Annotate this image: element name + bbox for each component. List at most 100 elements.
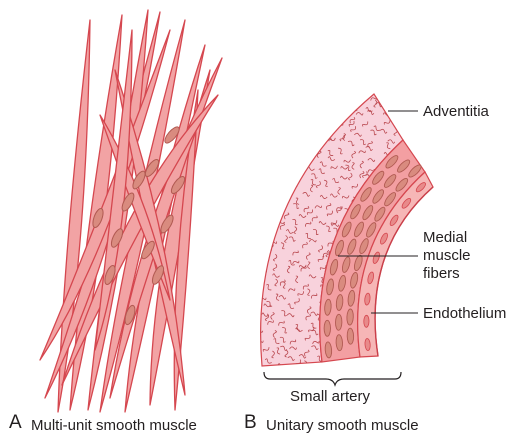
adventitia-squiggle bbox=[250, 182, 255, 188]
adventitia-squiggle bbox=[248, 152, 255, 154]
adventitia-squiggle bbox=[282, 327, 288, 334]
adventitia-squiggle bbox=[260, 191, 267, 197]
adventitia-squiggle bbox=[264, 207, 271, 214]
adventitia-squiggle bbox=[289, 346, 297, 350]
medial-muscle-nucleus bbox=[323, 319, 331, 337]
adventitia-squiggle bbox=[294, 149, 302, 154]
adventitia-squiggle bbox=[373, 125, 381, 131]
small-artery-wall bbox=[244, 93, 434, 372]
medial-muscle-nucleus bbox=[335, 239, 344, 257]
adventitia-squiggle bbox=[287, 356, 295, 361]
medial-muscle-nucleus bbox=[372, 170, 385, 185]
multi-unit-fiber bbox=[109, 57, 223, 399]
adventitia-squiggle bbox=[305, 111, 312, 117]
adventitia-squiggle bbox=[322, 105, 331, 109]
adventitia-squiggle bbox=[405, 309, 411, 313]
adventitia-squiggle bbox=[395, 119, 400, 127]
adventitia-squiggle bbox=[293, 203, 300, 209]
adventitia-squiggle bbox=[250, 152, 252, 159]
adventitia-squiggle bbox=[290, 126, 295, 134]
adventitia-squiggle bbox=[295, 121, 303, 127]
fiber-nucleus bbox=[164, 126, 180, 144]
adventitia-squiggle bbox=[387, 330, 393, 337]
fiber-nucleus bbox=[92, 208, 104, 228]
adventitia-squiggle bbox=[294, 141, 298, 150]
adventitia-squiggle bbox=[272, 263, 278, 272]
adventitia-squiggle bbox=[382, 324, 386, 332]
medial-muscle-nucleus bbox=[341, 256, 351, 273]
adventitia-squiggle bbox=[272, 330, 277, 338]
adventitia-squiggle bbox=[410, 306, 414, 312]
adventitia-squiggle bbox=[319, 194, 328, 199]
adventitia-squiggle bbox=[326, 225, 331, 233]
adventitia-squiggle bbox=[410, 124, 417, 128]
adventitia-squiggle bbox=[367, 140, 373, 148]
adventitia-squiggle bbox=[262, 240, 266, 248]
adventitia-squiggle bbox=[272, 170, 277, 179]
fiber-nucleus bbox=[141, 240, 155, 260]
adventitia-squiggle bbox=[350, 126, 357, 133]
adventitia-squiggle bbox=[369, 368, 376, 372]
adventitia-squiggle bbox=[347, 140, 355, 147]
adventitia-squiggle bbox=[250, 338, 253, 345]
adventitia-squiggle bbox=[393, 113, 397, 121]
adventitia-squiggle bbox=[278, 154, 284, 162]
adventitia-squiggle bbox=[279, 222, 285, 230]
adventitia-squiggle bbox=[276, 122, 282, 129]
adventitia-squiggle bbox=[260, 129, 265, 136]
medial-muscle-nucleus bbox=[326, 278, 334, 296]
adventitia-squiggle bbox=[314, 97, 321, 103]
fiber-nucleus bbox=[104, 265, 116, 285]
adventitia-squiggle bbox=[327, 116, 332, 125]
adventitia-squiggle bbox=[249, 108, 253, 115]
medial-muscle-nucleus bbox=[347, 238, 357, 255]
adventitia-squiggle bbox=[407, 285, 412, 290]
adventitia-squiggle bbox=[389, 261, 396, 268]
adventitia-squiggle bbox=[253, 293, 259, 297]
adventitia-squiggle bbox=[405, 279, 410, 285]
adventitia-squiggle bbox=[312, 340, 320, 345]
adventitia-squiggle bbox=[260, 327, 261, 332]
adventitia-squiggle bbox=[387, 260, 394, 265]
endothelial-nucleus bbox=[372, 251, 380, 264]
adventitia-squiggle bbox=[288, 260, 295, 266]
adventitia-squiggle bbox=[408, 105, 412, 111]
adventitia-squiggle bbox=[330, 220, 338, 226]
adventitia-squiggle bbox=[381, 285, 386, 293]
adventitia-squiggle bbox=[286, 184, 295, 188]
adventitia-squiggle bbox=[393, 278, 399, 286]
adventitia-squiggle bbox=[307, 261, 311, 270]
small-artery-label: Small artery bbox=[290, 388, 371, 405]
adventitia-squiggle bbox=[305, 221, 312, 227]
adventitia-squiggle bbox=[401, 108, 403, 115]
adventitia-squiggle bbox=[331, 223, 339, 227]
adventitia-squiggle bbox=[244, 196, 251, 199]
adventitia-squiggle bbox=[351, 162, 355, 170]
adventitia-squiggle bbox=[397, 99, 403, 103]
adventitia-squiggle bbox=[254, 279, 257, 286]
adventitia-squiggle bbox=[297, 291, 304, 296]
adventitia-squiggle bbox=[284, 235, 288, 243]
adventitia-squiggle bbox=[282, 281, 286, 289]
adventitia-squiggle bbox=[273, 160, 278, 168]
adventitia-squiggle bbox=[351, 150, 356, 159]
adventitia-squiggle bbox=[260, 203, 264, 210]
adventitia-squiggle bbox=[340, 166, 349, 170]
adventitia-squiggle bbox=[266, 284, 272, 291]
adventitia-squiggle bbox=[289, 339, 297, 345]
adventitia-squiggle bbox=[351, 183, 359, 189]
adventitia-squiggle bbox=[264, 358, 272, 364]
adventitia-squiggle bbox=[318, 245, 323, 253]
adventitia-squiggle bbox=[251, 319, 257, 324]
adventitia-squiggle bbox=[250, 235, 253, 242]
fiber-nucleus bbox=[144, 158, 160, 178]
adventitia-squiggle bbox=[264, 251, 269, 259]
adventitia-squiggle bbox=[376, 295, 380, 304]
medial-muscle-nucleus bbox=[360, 187, 372, 202]
adventitia-squiggle bbox=[273, 253, 278, 262]
adventitia-squiggle bbox=[263, 112, 267, 121]
adventitia-squiggle bbox=[284, 349, 289, 358]
fiber-nucleus bbox=[110, 228, 124, 248]
adventitia-squiggle bbox=[260, 188, 266, 197]
